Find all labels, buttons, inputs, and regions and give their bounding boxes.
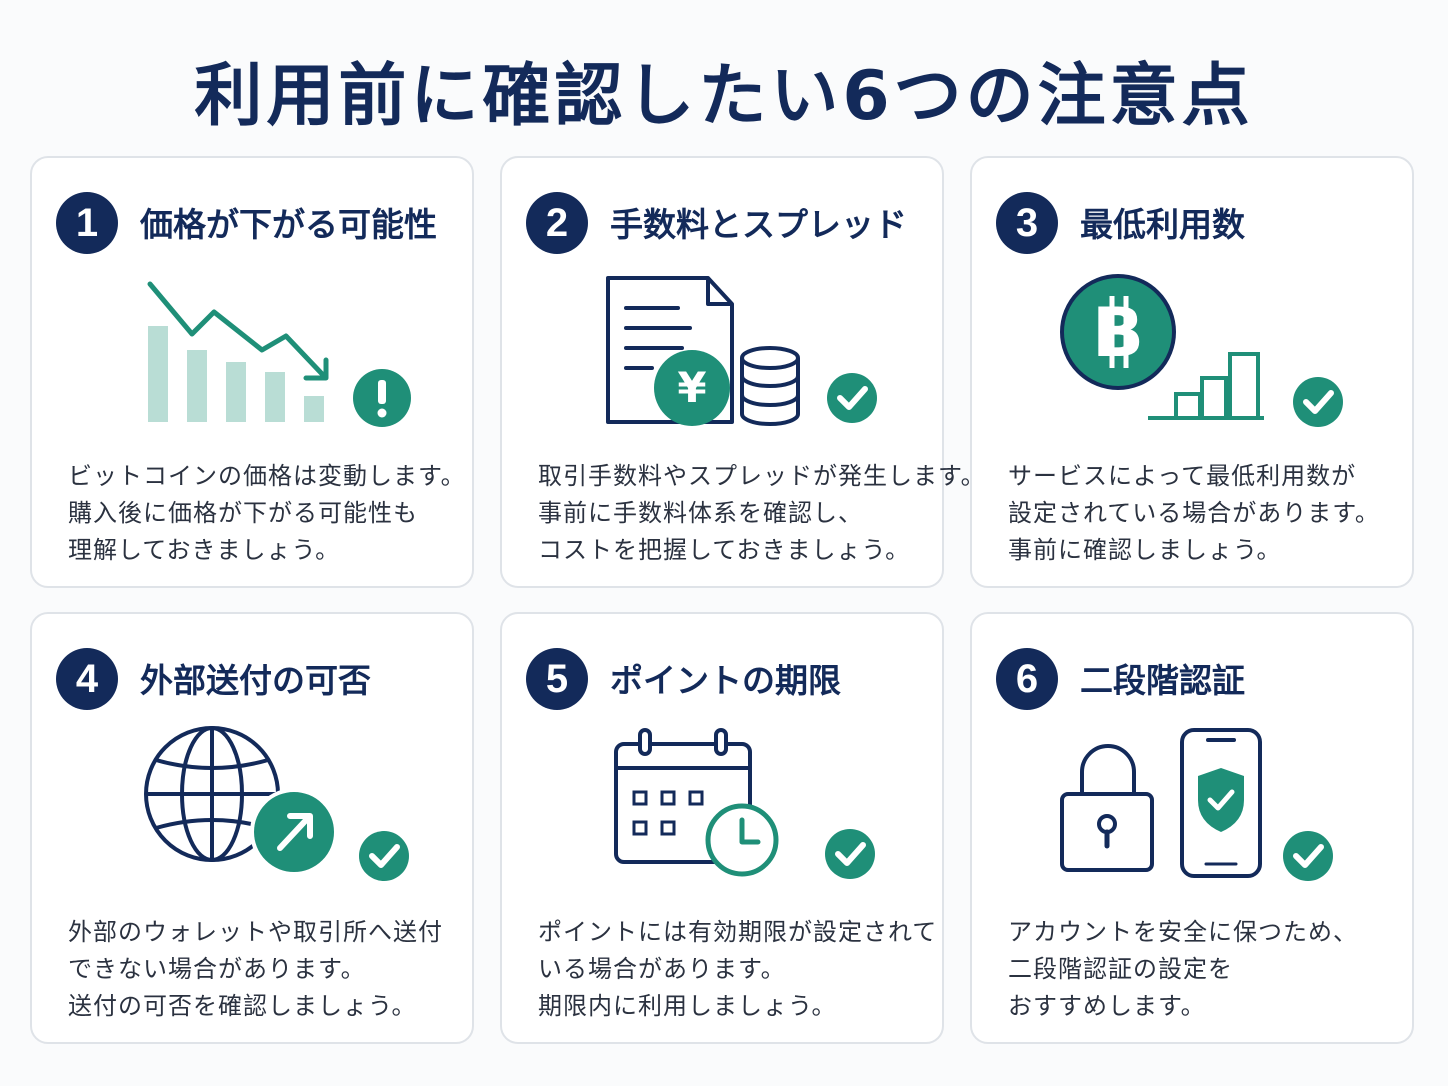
card-point-expiry: 5 ポイントの期限 ポイントには有効期限が設定されて いる場合があります。 期限… xyxy=(500,612,944,1044)
svg-text:B: B xyxy=(1092,294,1144,373)
card-text-line: いる場合があります。 xyxy=(538,955,786,983)
card-text-line: できない場合があります。 xyxy=(68,955,366,983)
card-text-line: 理解しておきましょう。 xyxy=(68,536,341,564)
card-text-line: 購入後に価格が下がる可能性も xyxy=(68,499,418,527)
card-text-line: 二段階認証の設定を xyxy=(1008,955,1233,983)
card-text-line: ビットコインの価格は変動します。 xyxy=(68,462,466,490)
card-text-line: 期限内に利用しましょう。 xyxy=(538,992,837,1020)
card-text-line: ポイントには有効期限が設定されて xyxy=(538,918,938,946)
card-text-line: 設定されている場合があります。 xyxy=(1008,499,1380,527)
card-text-line: 事前に確認しましょう。 xyxy=(1008,536,1282,564)
card-title: 外部送付の可否 xyxy=(140,661,371,700)
card-fees-spread: 2 手数料とスプレッド ¥ 取引手数料やスプレッドが発生します。 事前に手数料体… xyxy=(500,156,986,588)
card-title: 手数料とスプレッド xyxy=(610,205,907,244)
card-number-badge: 1 xyxy=(56,192,118,254)
card-number-badge: 5 xyxy=(526,648,588,710)
card-text-line: アカウントを安全に保つため、 xyxy=(1008,918,1358,946)
page-title: 利用前に確認したい6つの注意点 xyxy=(194,57,1254,136)
card-external-transfer: 4 外部送付の可否 外部のウォレットや取引所へ送付 できない場合があります。 送… xyxy=(30,612,474,1044)
card-text-line: おすすめします。 xyxy=(1008,992,1206,1020)
card-title: 価格が下がる可能性 xyxy=(140,205,437,244)
lock-phone-shield-icon xyxy=(1060,728,1333,881)
card-number-badge: 3 xyxy=(996,192,1058,254)
card-title: 最低利用数 xyxy=(1080,205,1245,244)
card-title: ポイントの期限 xyxy=(610,661,841,700)
svg-text:¥: ¥ xyxy=(677,363,706,412)
card-two-factor: 6 二段階認証 アカウントを安全に保つため、 二段階認証の設定を おすすめします… xyxy=(970,612,1414,1044)
falling-price-chart-icon xyxy=(147,281,411,427)
fee-document-yen-icon: ¥ xyxy=(606,276,877,426)
calendar-clock-icon xyxy=(614,728,875,879)
card-text-line: 外部のウォレットや取引所へ送付 xyxy=(68,918,443,946)
card-text-line: コストを把握しておきましょう。 xyxy=(538,536,911,564)
bitcoin-minimum-icon: B xyxy=(1060,274,1343,427)
card-number-badge: 4 xyxy=(56,648,118,710)
card-number-badge: 2 xyxy=(526,192,588,254)
card-number-badge: 6 xyxy=(996,648,1058,710)
card-text-line: サービスによって最低利用数が xyxy=(1008,462,1357,490)
card-title: 二段階認証 xyxy=(1080,661,1245,700)
globe-transfer-icon xyxy=(144,726,409,881)
card-price-drop: 1 価格が下がる可能性 ビットコインの価格は変動します。 購入後に価格が下がる可… xyxy=(30,156,474,588)
card-text-line: 送付の可否を確認しましょう。 xyxy=(68,992,417,1020)
card-text-line: 事前に手数料体系を確認し、 xyxy=(538,499,863,527)
card-minimum-amount: 3 最低利用数 B サービスによって最低利用数が 設定されている場合があります。… xyxy=(970,156,1414,588)
card-text-line: 取引手数料やスプレッドが発生します。 xyxy=(538,462,986,490)
